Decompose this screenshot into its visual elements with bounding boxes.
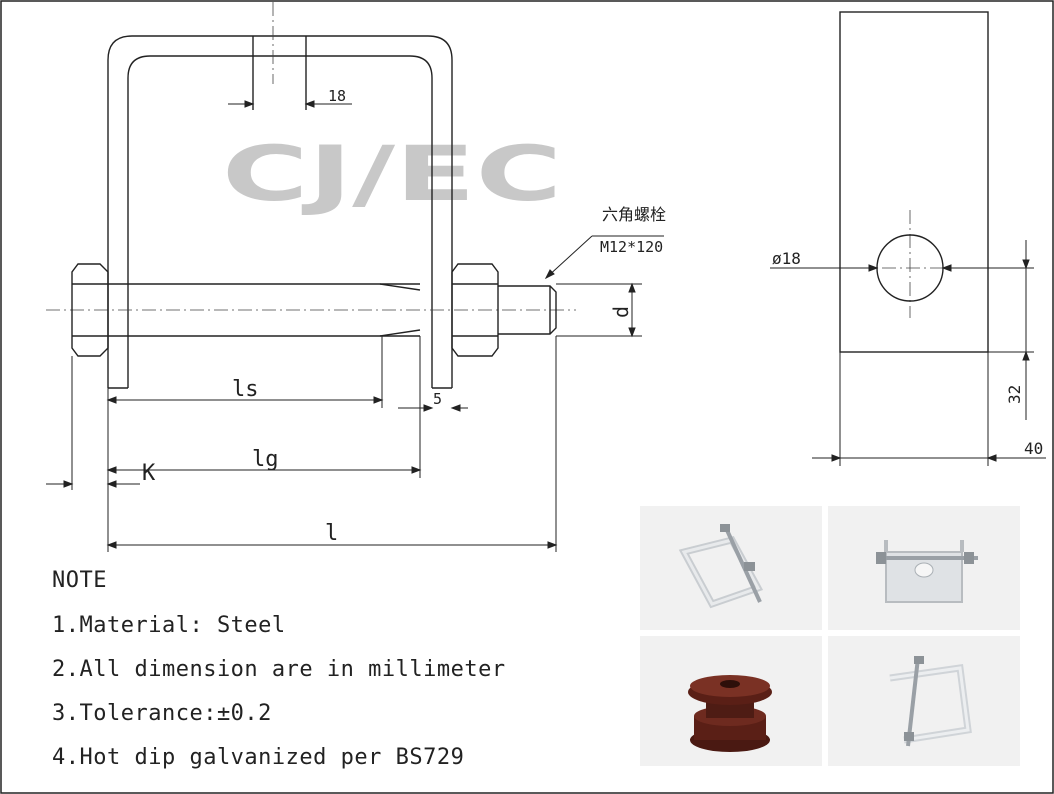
dim-label-40: 40 xyxy=(1024,439,1043,458)
center-lines xyxy=(46,2,962,318)
bracket-photo-angled xyxy=(640,506,822,630)
logo-watermark: CJ/EC xyxy=(222,129,562,218)
side-view xyxy=(839,11,989,353)
side-view-dimensions xyxy=(770,240,1046,466)
dim-label-d: d xyxy=(609,306,633,318)
dimension-labels: 18 六角螺栓 M12*120 d ls 5 lg K l xyxy=(142,87,666,546)
note-heading: NOTE xyxy=(52,568,107,593)
bracket-photo-side xyxy=(828,636,1020,766)
hex-bolt xyxy=(71,263,557,357)
dim-label-32: 32 xyxy=(1005,385,1024,404)
dim-label-hole: ø18 xyxy=(772,249,801,268)
dim-label-lg: lg xyxy=(252,447,279,472)
note-item: 4.Hot dip galvanized per BS729 xyxy=(52,745,465,770)
dim-label-5: 5 xyxy=(433,390,442,408)
dim-label-k: K xyxy=(142,461,156,486)
dim-label-ls: ls xyxy=(232,377,259,402)
u-bracket xyxy=(107,35,453,389)
side-view-labels: ø18 32 40 xyxy=(772,249,1043,458)
note-item: 2.All dimension are in millimeter xyxy=(52,657,506,682)
dimension-lines xyxy=(46,100,664,552)
spool-insulator-photo xyxy=(640,636,822,766)
note-item: 1.Material: Steel xyxy=(52,613,286,638)
dim-label-18: 18 xyxy=(328,87,346,105)
bracket-photo-front xyxy=(828,506,1020,630)
dim-label-l: l xyxy=(325,521,338,546)
bolt-label-cn: 六角螺栓 xyxy=(602,205,666,224)
note-item: 3.Tolerance:±0.2 xyxy=(52,701,272,726)
bolt-label-spec: M12*120 xyxy=(600,238,663,256)
